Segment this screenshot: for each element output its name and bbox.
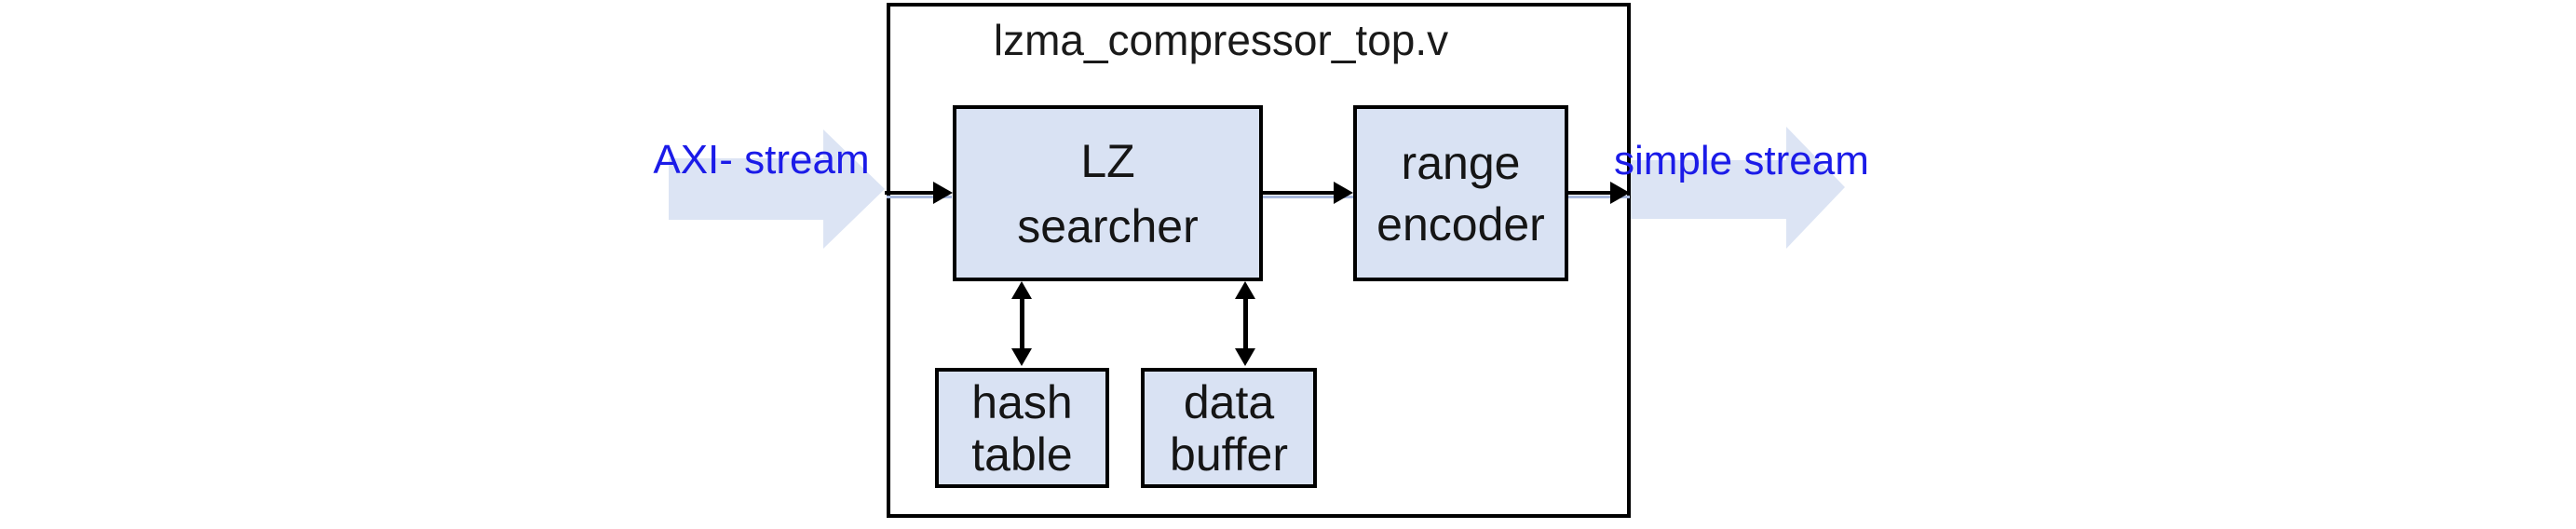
- range-to-output-arrowhead-right-icon: [1610, 182, 1630, 204]
- lz-buffer-arrowhead-down-icon: [1235, 348, 1255, 366]
- hash-table-label-line2: table: [971, 427, 1073, 481]
- range-to-output-connector-line: [1568, 196, 1630, 198]
- hash-table-block: hash table: [935, 368, 1109, 488]
- input-connector-line: [887, 196, 952, 198]
- lz-searcher-label-line1: LZ: [1080, 134, 1135, 187]
- lz-buffer-shaft: [1243, 296, 1248, 352]
- range-encoder-label-line1: range: [1401, 136, 1521, 189]
- range-to-output-shaft: [1568, 191, 1611, 195]
- axi-stream-label-line1: AXI-: [653, 137, 733, 183]
- lz-hash-shaft: [1020, 296, 1024, 352]
- input-connector-shaft: [885, 191, 934, 195]
- lz-buffer-arrowhead-up-icon: [1235, 281, 1255, 299]
- lz-hash-arrowhead-down-icon: [1011, 348, 1032, 366]
- lz-hash-arrowhead-up-icon: [1011, 281, 1032, 299]
- data-buffer-block: data buffer: [1141, 368, 1317, 488]
- axi-stream-label-line2: stream: [744, 137, 870, 183]
- data-buffer-label-line2: buffer: [1170, 427, 1288, 481]
- module-title: lzma_compressor_top.v: [993, 16, 1449, 64]
- lz-to-range-shaft: [1263, 191, 1335, 195]
- range-encoder-label-line2: encoder: [1376, 197, 1545, 251]
- axi-stream-input-label: AXI- stream: [652, 129, 871, 192]
- top-module-box: [887, 3, 1631, 518]
- data-buffer-label-line1: data: [1183, 375, 1275, 428]
- simple-stream-output-label: simple stream: [1614, 130, 1869, 192]
- range-encoder-block: range encoder: [1353, 105, 1568, 281]
- lz-to-range-connector-line: [1263, 196, 1353, 198]
- lz-to-range-arrowhead-right-icon: [1334, 182, 1353, 204]
- lz-searcher-label-line2: searcher: [1017, 199, 1199, 252]
- lz-searcher-block: LZ searcher: [953, 105, 1263, 281]
- input-arrowhead-right-icon: [933, 182, 953, 204]
- hash-table-label-line1: hash: [971, 375, 1073, 428]
- simple-stream-label-line1: simple: [1614, 138, 1733, 183]
- simple-stream-label-line2: stream: [1743, 138, 1869, 183]
